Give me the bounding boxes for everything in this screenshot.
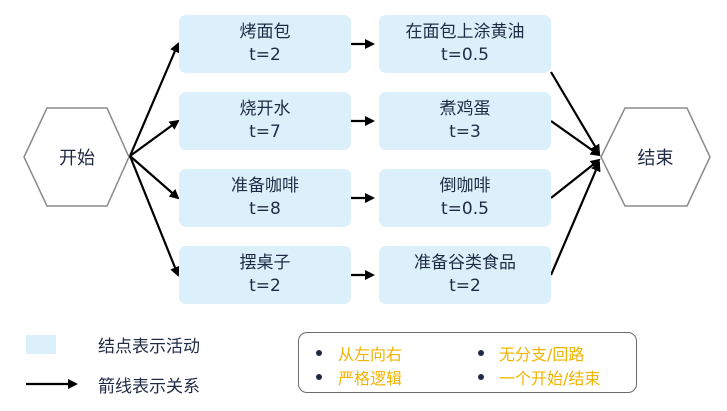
activity-name: 准备谷类食品 (414, 253, 516, 273)
end-label: 结束 (637, 148, 674, 169)
activity-duration: t=3 (449, 122, 481, 142)
arrow-start-to-toast (128, 42, 180, 157)
arrow-eggs-to-end (550, 120, 601, 157)
bullet-icon (478, 374, 484, 380)
note-left-to-right: 从左向右 (338, 345, 403, 364)
note-strict-logic: 严格逻辑 (338, 369, 403, 388)
activity-node-set-table: 摆桌子 t=2 (179, 246, 351, 304)
activity-node-boil-water: 烧开水 t=7 (179, 92, 351, 150)
activity-node-pour-coffee: 倒咖啡 t=0.5 (379, 169, 551, 227)
legend-arrow-label: 箭线表示关系 (98, 377, 200, 397)
notes-box: 从左向右 严格逻辑 无分支/回路 一个开始/结束 (298, 332, 637, 393)
note-one-start-end: 一个开始/结束 (499, 369, 601, 388)
arrow-start-to-set-table (128, 155, 180, 277)
activity-node-butter-toast: 在面包上涂黄油 t=0.5 (379, 15, 551, 73)
bullet-icon (316, 350, 322, 356)
activity-name: 准备咖啡 (231, 176, 299, 196)
activity-name: 在面包上涂黄油 (405, 22, 525, 42)
activity-name: 摆桌子 (239, 253, 291, 273)
end-node-shape (600, 107, 711, 207)
activity-node-toast: 烤面包 t=2 (179, 15, 351, 73)
activity-duration: t=0.5 (441, 199, 489, 219)
activity-node-prepare-coffee: 准备咖啡 t=8 (179, 169, 351, 227)
activity-name: 烧开水 (239, 99, 291, 119)
activity-name: 烤面包 (239, 22, 291, 42)
start-node-shape (23, 107, 130, 207)
note-no-branch-loop: 无分支/回路 (499, 345, 585, 364)
activity-duration: t=2 (449, 276, 481, 296)
activity-node-boil-eggs: 煮鸡蛋 t=3 (379, 92, 551, 150)
activity-duration: t=7 (249, 122, 281, 142)
arrow-start-to-prepare-coffee (129, 155, 180, 200)
arrow-start-to-boil-water (129, 119, 180, 157)
activity-name: 倒咖啡 (439, 176, 491, 196)
arrow-pour-coffee-to-end (550, 158, 601, 199)
arrow-butter-to-end (550, 71, 601, 155)
activity-duration: t=0.5 (441, 45, 489, 65)
bullet-icon (478, 350, 484, 356)
activity-duration: t=8 (249, 199, 281, 219)
activity-name: 煮鸡蛋 (439, 99, 491, 119)
activity-node-prepare-cereal: 准备谷类食品 t=2 (379, 246, 551, 304)
activity-duration: t=2 (249, 276, 281, 296)
start-label: 开始 (59, 148, 95, 169)
legend-node-label: 结点表示活动 (98, 337, 200, 357)
legend-node-swatch (26, 335, 56, 354)
arrow-cereal-to-end (549, 161, 601, 276)
activity-duration: t=2 (249, 45, 281, 65)
bullet-icon (316, 374, 322, 380)
